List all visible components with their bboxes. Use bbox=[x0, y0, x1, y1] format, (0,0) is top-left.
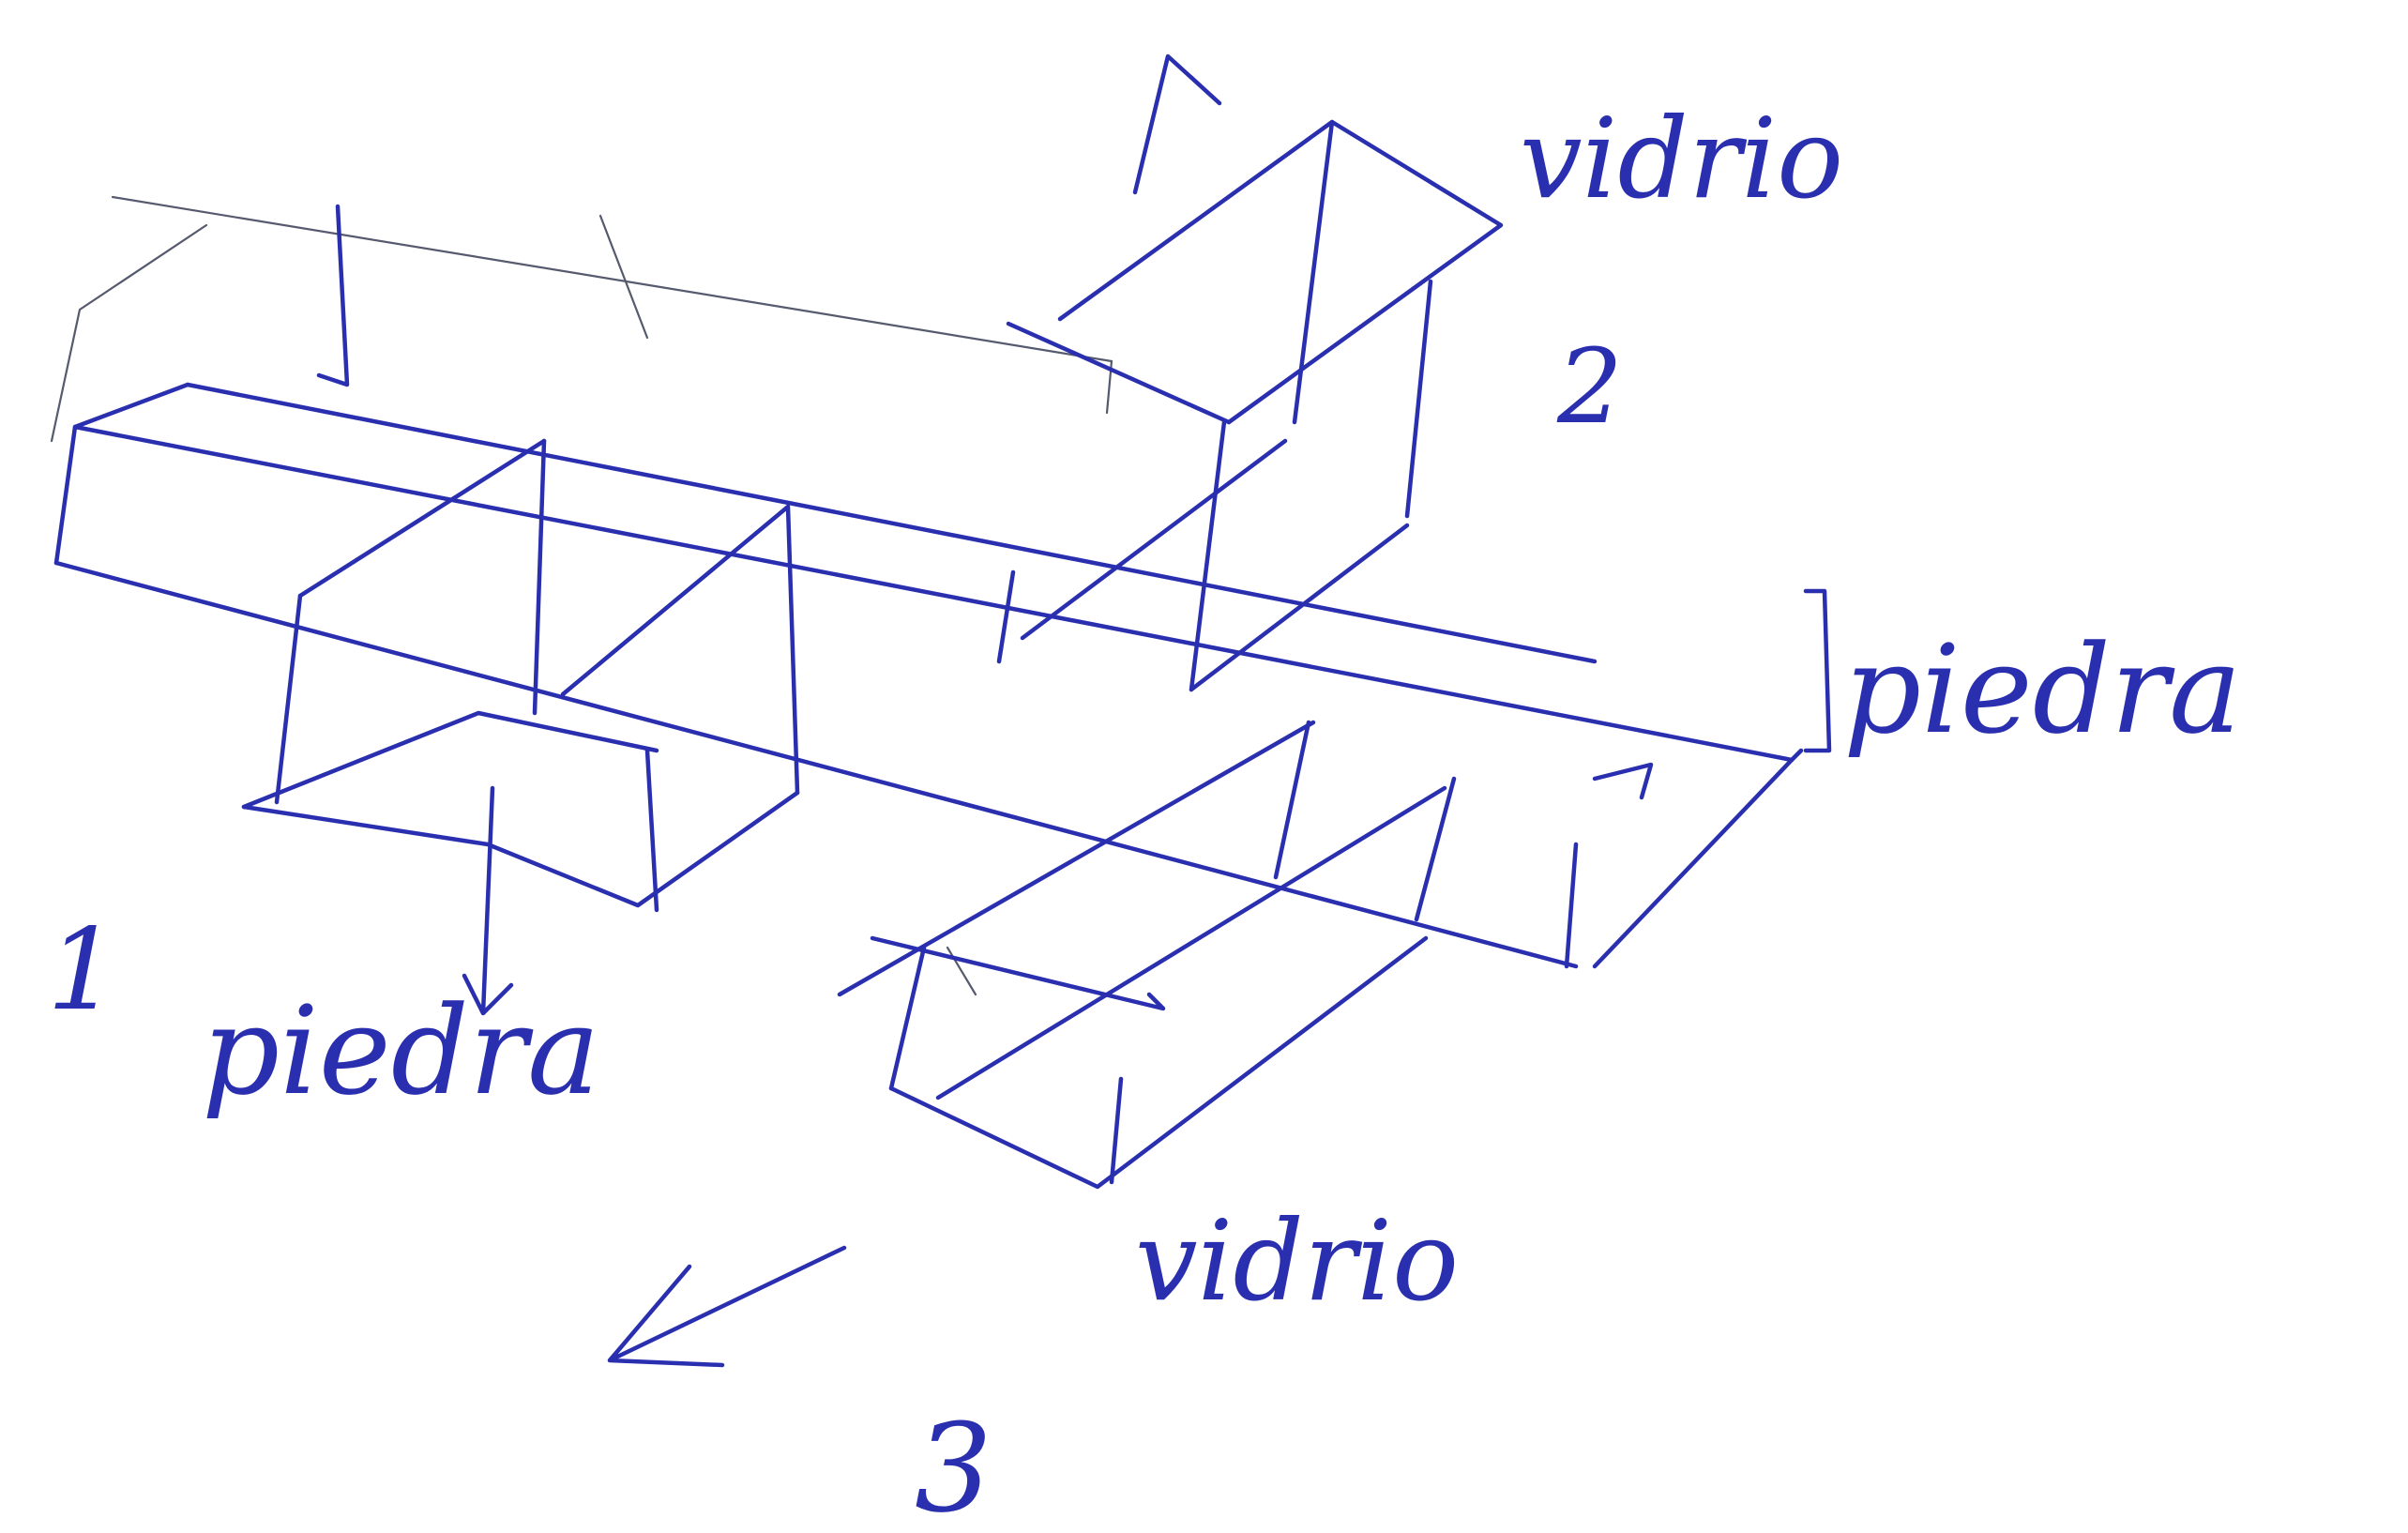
block-2-front-vertical bbox=[1189, 419, 1227, 692]
label-number-3: 3 bbox=[915, 1397, 992, 1533]
stone-slab bbox=[53, 204, 1832, 969]
slab-left-end bbox=[53, 382, 190, 566]
block-2-left-tick bbox=[996, 569, 1016, 664]
construction-top-edge bbox=[111, 195, 1113, 363]
block-2-arrow-up[interactable] bbox=[1132, 53, 1222, 195]
construction-left-corner bbox=[50, 223, 208, 443]
block-3-bottom bbox=[888, 935, 1429, 1190]
block-1-top-right bbox=[532, 438, 547, 716]
slab-right-end bbox=[1592, 748, 1804, 969]
block-2-diagonal bbox=[1020, 438, 1288, 641]
slab-top-front-edge bbox=[185, 382, 1598, 664]
block-2-top-left-edge bbox=[1006, 321, 1232, 425]
block-1-right-face bbox=[560, 504, 800, 796]
block-3-front-edge bbox=[870, 935, 1166, 1011]
slab-right-notch bbox=[1592, 762, 1654, 800]
block-3-top-left bbox=[837, 720, 1316, 997]
block-1-left-vertical bbox=[274, 593, 303, 805]
block-3-left-vertical bbox=[888, 945, 927, 1091]
construction-lower-right bbox=[946, 946, 977, 996]
block-1-bottom bbox=[241, 790, 800, 908]
label-number-1: 1 bbox=[47, 905, 118, 1036]
block-3-front-vertical bbox=[1109, 1076, 1124, 1185]
label-piedra-left: piedra bbox=[202, 979, 600, 1122]
block-3-arrow-down-left[interactable] bbox=[607, 1245, 847, 1368]
block-2-right-vertical bbox=[1404, 279, 1433, 519]
block-3 bbox=[607, 720, 1457, 1368]
block-3-mid-vertical-1 bbox=[1273, 720, 1311, 880]
label-vidrio-top: vidrio bbox=[1520, 94, 1843, 223]
slab-right-bracket bbox=[1803, 588, 1832, 753]
label-number-2: 2 bbox=[1556, 326, 1623, 447]
block-2-bottom bbox=[1189, 523, 1410, 692]
slab-right-vertical bbox=[1564, 842, 1579, 969]
slab-front-edge bbox=[53, 560, 1579, 969]
block-2-back-vertical bbox=[1292, 119, 1335, 425]
block-2-top-face bbox=[1057, 119, 1504, 425]
block-1-bottom-diag bbox=[241, 710, 659, 810]
block-1 bbox=[241, 438, 800, 1016]
block-1-front-vertical bbox=[644, 748, 659, 913]
block-1-arrow-down bbox=[462, 785, 514, 1016]
block-3-top-right bbox=[935, 785, 1447, 1100]
label-vidrio-bottom: vidrio bbox=[1135, 1196, 1459, 1326]
block-1-back-edge bbox=[297, 438, 547, 599]
construction-middle-fold bbox=[598, 214, 649, 340]
slab-left-notch bbox=[316, 204, 350, 387]
slab-top-back-edge bbox=[72, 424, 1795, 763]
label-piedra-right: piedra bbox=[1843, 618, 2242, 761]
block-2 bbox=[996, 53, 1504, 692]
block-3-mid-vertical-2 bbox=[1414, 776, 1457, 922]
